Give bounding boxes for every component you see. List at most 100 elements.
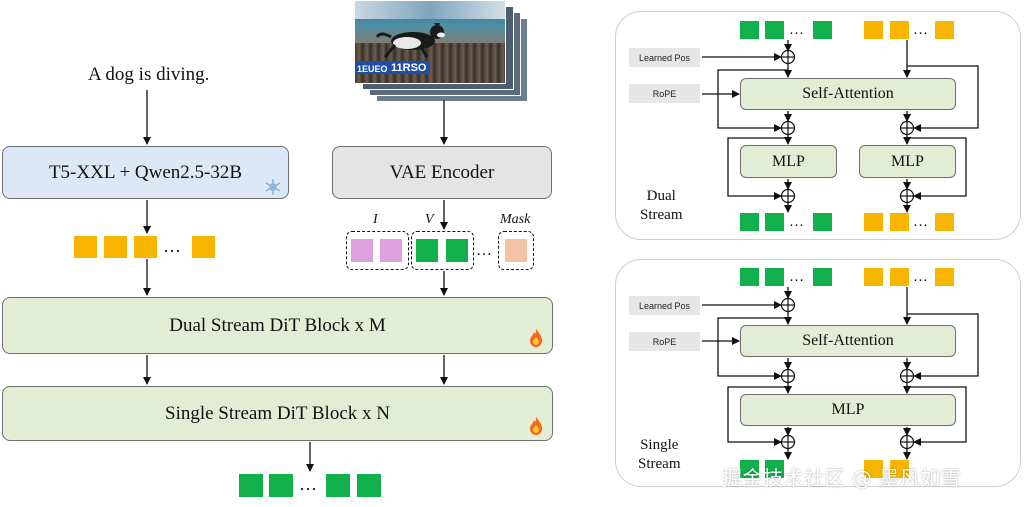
video-cond-label: V [425,212,434,227]
arrow [727,137,788,200]
video-token [765,268,784,286]
arrow [907,386,967,446]
video-token [446,239,468,262]
self-attention-label: Self-Attention [802,332,894,349]
token-ellipsis: … [913,269,928,285]
add-node [780,368,796,384]
single-block-label: Single Stream DiT Block x N [165,402,390,424]
add-node [780,297,796,313]
video-token [813,213,832,231]
mlp-block-text: MLP [859,145,956,178]
text-token [864,460,883,478]
text-token [890,21,909,39]
rope-pill: RoPE [629,84,700,103]
text-encoder-label: T5-XXL + Qwen2.5-32B [48,161,243,183]
add-node [780,434,796,450]
add-node [899,434,915,450]
video-token [813,21,832,39]
snowflake-icon [265,179,281,195]
video-token [740,460,759,478]
video-token-group [411,231,474,270]
mask-token-group [498,231,534,270]
rope-pill: RoPE [629,332,700,351]
single-stream-caption: Single Stream [638,436,681,474]
dual-stream-caption: Dual Stream [640,187,683,225]
token-ellipsis: … [913,22,928,38]
output-token-ellipsis: … [299,474,317,494]
text-token [192,236,215,258]
add-node [780,120,796,136]
text-token [104,236,127,258]
image-cond-label: I [373,212,378,227]
text-token-ellipsis: … [163,236,181,256]
output-token [269,474,293,497]
fire-icon [530,417,542,435]
add-node [780,188,796,204]
output-token [357,474,381,497]
cond-token-ellipsis: … [476,242,492,259]
dog-image [355,23,445,74]
output-token [239,474,263,497]
image-token [380,239,402,262]
watermark-text: 掘金技术社区 @ 墨风如雪 [722,466,962,490]
text-token [864,213,883,231]
text-encoder-block: T5-XXL + Qwen2.5-32B [2,146,289,199]
add-node [899,368,915,384]
dual-stream-dit-block: Dual Stream DiT Block x M [2,297,553,354]
self-attention-block: Self-Attention [740,325,956,357]
text-token [890,268,909,286]
mlp-block-video: MLP [740,145,837,178]
text-token [864,21,883,39]
token-ellipsis: … [913,214,928,230]
arrow [727,386,788,446]
vae-encoder-label: VAE Encoder [389,161,495,183]
token-ellipsis: … [789,214,804,230]
video-token [740,21,759,39]
text-token [890,213,909,231]
caption-line: Stream [640,207,683,223]
add-node [899,188,915,204]
self-attention-label: Self-Attention [802,85,894,102]
token-ellipsis: … [789,22,804,38]
video-token [740,213,759,231]
text-token [935,213,954,231]
arrow [907,313,979,380]
vae-encoder-block: VAE Encoder [332,146,552,199]
text-token [935,268,954,286]
caption-line: Dual [646,188,676,204]
video-token [813,268,832,286]
mlp-label: MLP [831,401,865,418]
caption-line: Single [640,437,679,453]
arrow [907,137,967,200]
text-token [134,236,157,258]
mlp-label: MLP [891,152,924,170]
video-token [765,460,784,478]
token-ellipsis: … [789,269,804,285]
mask-cond-label: Mask [500,212,531,227]
image-token-group [346,231,409,270]
video-token [765,21,784,39]
video-caption-left: 1EUEO [357,64,388,74]
arrow [907,65,979,132]
arrow [717,69,788,132]
mlp-label: MLP [772,152,805,170]
video-frame-front: 1EUEO 11RSO [354,0,506,84]
output-token [326,474,350,497]
mlp-block-shared: MLP [740,394,956,426]
mask-token [505,239,527,262]
text-token [890,460,909,478]
add-node [899,120,915,136]
learned-pos-pill: Learned Pos [629,296,700,315]
text-token [935,21,954,39]
learned-pos-pill: Learned Pos [629,48,700,67]
video-frames: 1EUEO 11RSO [354,0,534,104]
caption-line: Stream [638,456,681,472]
add-node [780,49,796,65]
prompt-text: A dog is diving. [88,64,210,85]
text-token [864,268,883,286]
video-token [765,213,784,231]
text-token [74,236,97,258]
fire-icon [530,329,542,347]
